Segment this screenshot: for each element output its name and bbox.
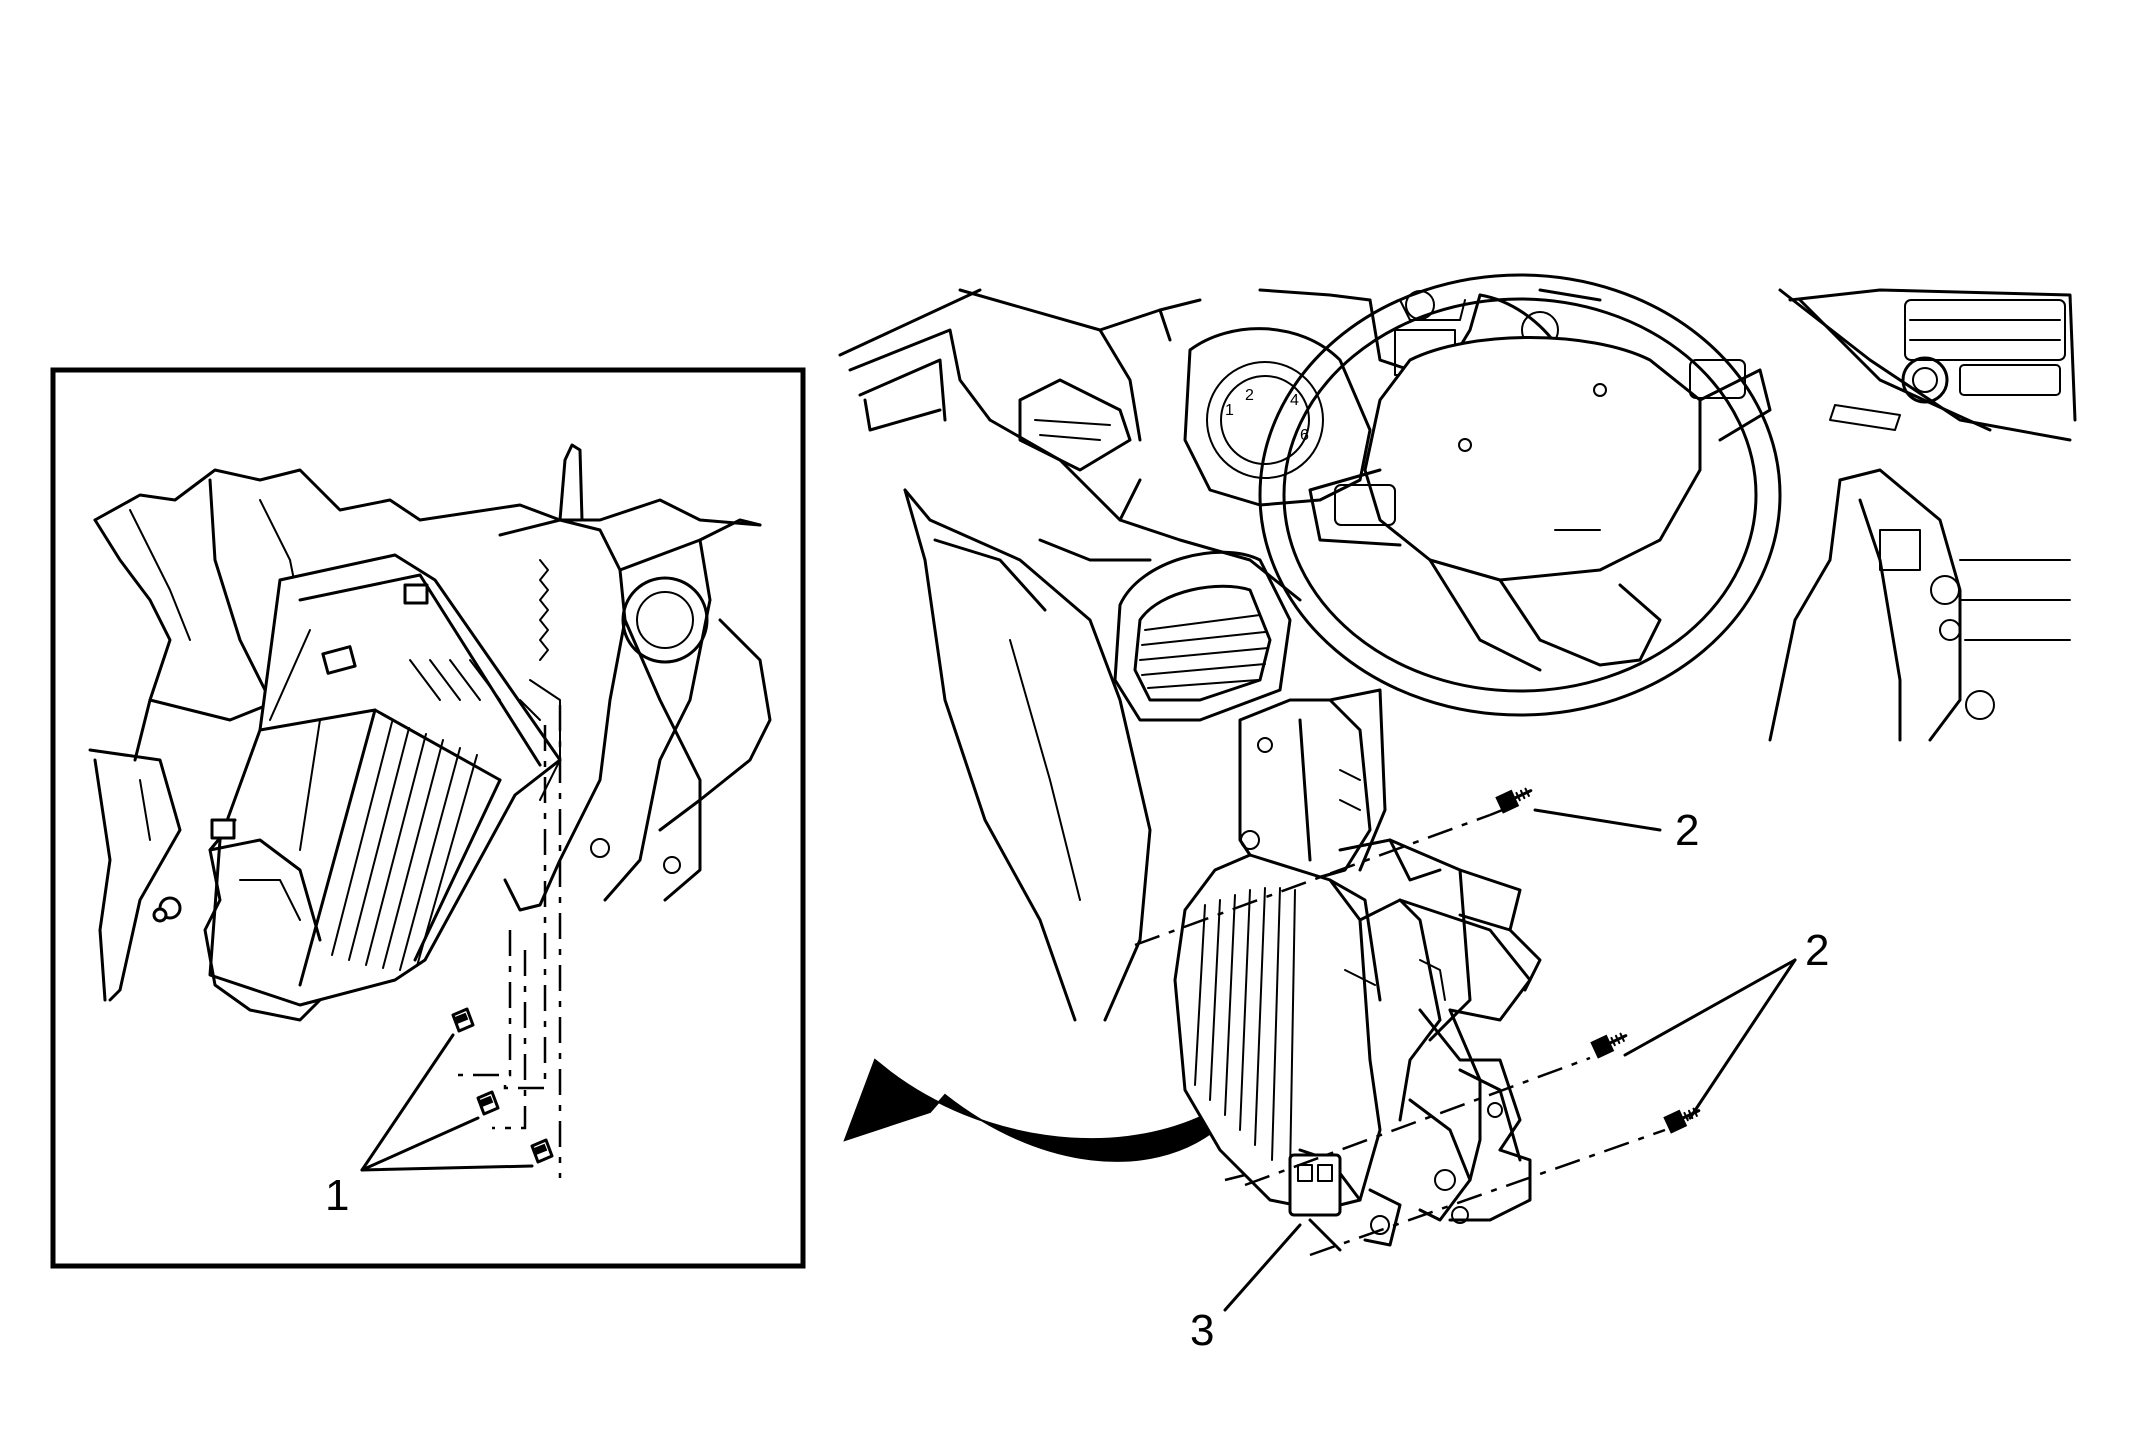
svg-text:2: 2	[1245, 387, 1254, 404]
svg-text:4: 4	[1290, 392, 1299, 409]
clip-icon	[530, 1138, 554, 1164]
callout-3-label: 3	[1190, 1306, 1214, 1355]
dash-top	[958, 288, 2072, 442]
inset-detail-view: 1	[50, 367, 806, 1269]
module-fins	[1194, 887, 1296, 1176]
bolt-icon	[1495, 787, 1533, 814]
clip-icon	[476, 1090, 500, 1116]
center-stack	[1768, 288, 2077, 742]
clip-icon	[451, 1007, 475, 1033]
dashboard-view: 1 2 4 6	[838, 273, 2077, 1355]
inset-module-fins	[331, 659, 501, 971]
callout-1-leaders	[360, 1033, 534, 1172]
inset-module	[203, 553, 562, 1022]
left-air-vent-icon	[1113, 550, 1292, 722]
bolt-icon	[1663, 1107, 1701, 1134]
svg-text:6: 6	[1300, 427, 1309, 444]
amplifier-module-icon	[1173, 853, 1442, 1252]
steering-wheel-icon	[1258, 273, 1782, 717]
main-alignment-lines	[1134, 803, 1666, 1257]
inset-mount-bracket	[498, 443, 772, 912]
dash-left-end	[838, 288, 1302, 1022]
column-support-bracket	[1238, 688, 1387, 882]
curved-arrow-icon	[843, 1058, 1217, 1162]
callout-2-upper-label: 2	[1675, 806, 1699, 855]
svg-text:1: 1	[1225, 402, 1234, 419]
callout-2-3-leaders	[1223, 808, 1797, 1312]
inset-alignment-lines	[458, 705, 562, 1178]
bolt-icon	[1590, 1032, 1628, 1059]
retaining-clips	[451, 1007, 554, 1164]
callout-2-lower-label: 2	[1805, 926, 1829, 975]
callout-1-label: 1	[325, 1171, 349, 1220]
module-mount-bracket	[1338, 838, 1542, 1224]
